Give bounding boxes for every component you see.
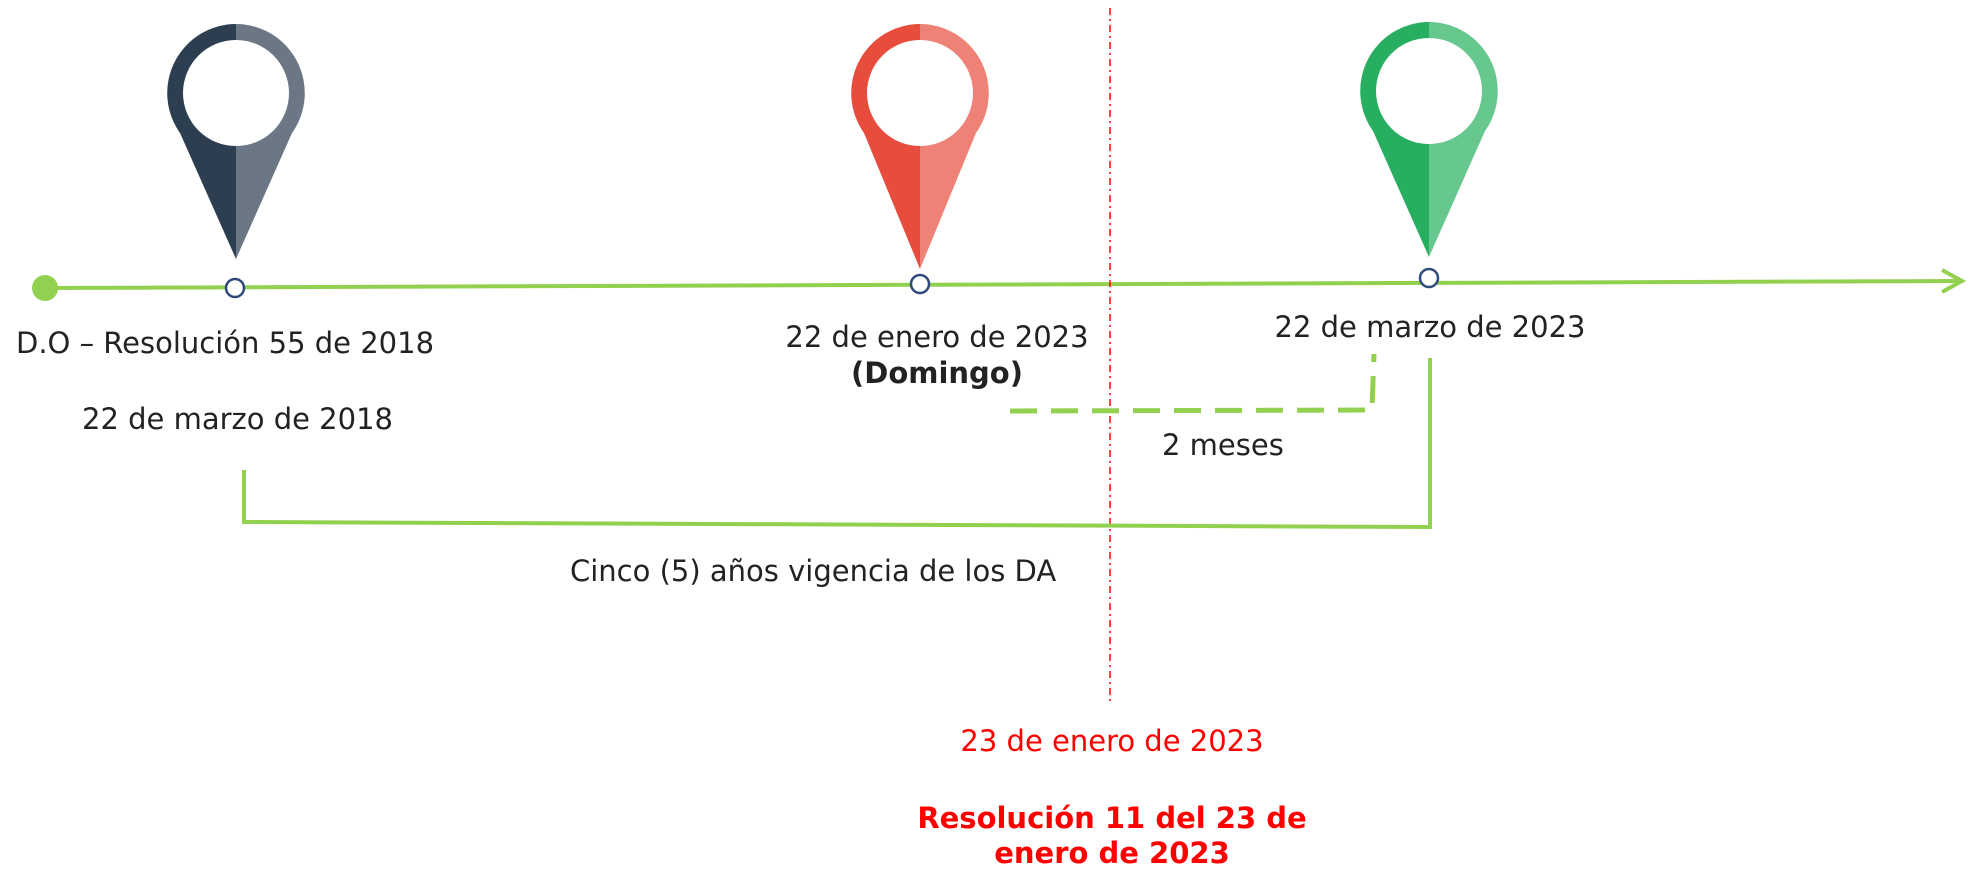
timeline-arrowhead	[1941, 268, 1967, 294]
two-months-bracket	[1009, 353, 1377, 414]
milestone-date-2018: 22 de marzo de 2018	[82, 402, 393, 436]
pin-icon-red	[851, 24, 989, 269]
timeline-axis	[44, 279, 1959, 290]
two-months-label: 2 meses	[1162, 428, 1284, 462]
pin-icon-gray	[167, 24, 305, 259]
timeline-start-dot	[32, 275, 58, 301]
five-years-label: Cinco (5) años vigencia de los DA	[570, 554, 1057, 588]
cutoff-date-label: 23 de enero de 2023	[960, 724, 1264, 758]
timeline-node-mar-2023	[1418, 267, 1440, 289]
milestone-label-mar-2023: 22 de marzo de 2023	[1274, 310, 1586, 344]
milestone-label-jan-2023: 22 de enero de 2023	[785, 320, 1089, 354]
five-years-bracket	[242, 358, 1432, 530]
timeline-node-2018	[224, 277, 246, 299]
cutoff-resolution-line2: enero de 2023	[994, 836, 1230, 870]
milestone-note-domingo: (Domingo)	[851, 356, 1023, 390]
cutoff-resolution-line1: Resolución 11 del 23 de	[917, 801, 1307, 835]
milestone-label-2018: D.O – Resolución 55 de 2018	[16, 326, 435, 360]
pin-icon-green	[1360, 22, 1498, 257]
timeline-node-jan-2023	[909, 273, 931, 295]
